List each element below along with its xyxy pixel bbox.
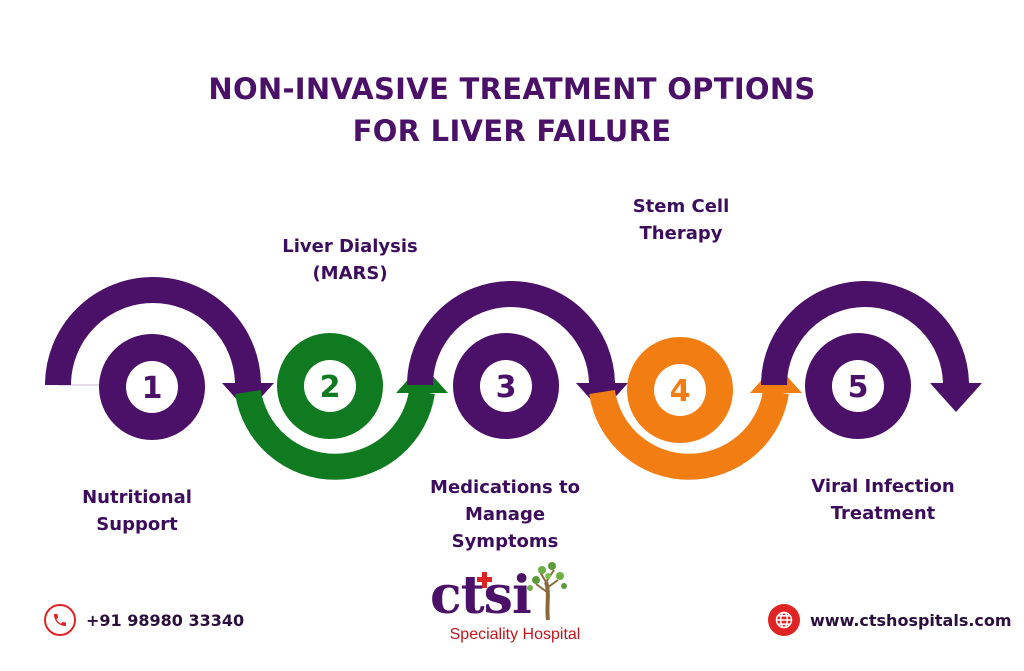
- arrow-5: [930, 383, 982, 412]
- website-url: www.ctshospitals.com: [810, 610, 1012, 630]
- logo-mark: [477, 562, 567, 621]
- step-4-label: Stem Cell Therapy: [632, 196, 730, 244]
- title-line-2: FOR LIVER FAILURE: [352, 114, 672, 148]
- step-2-circle: 2: [277, 333, 383, 439]
- step-4-circle: 4: [627, 337, 733, 443]
- arc-2: [235, 389, 435, 480]
- phone-icon: [44, 604, 76, 636]
- step-1-circle: 1: [99, 334, 205, 440]
- arc-1: [45, 277, 261, 386]
- arc-5: [761, 281, 969, 386]
- logo-wordmark: ctsi: [430, 565, 532, 626]
- step-3-number: 3: [496, 370, 517, 405]
- logo-subtitle: Speciality Hospital: [449, 626, 581, 643]
- arc-4: [589, 389, 789, 480]
- arc-3: [407, 281, 615, 386]
- step-2-number: 2: [320, 370, 341, 405]
- globe-icon: [768, 604, 800, 636]
- step-5-number: 5: [848, 370, 869, 405]
- phone-contact[interactable]: +91 98980 33340: [44, 604, 244, 636]
- step-4-number: 4: [670, 374, 691, 409]
- tree-icon: [527, 562, 567, 621]
- step-1-number: 1: [142, 371, 163, 406]
- step-1-label: Nutritional Support: [82, 487, 192, 535]
- website-contact[interactable]: www.ctshospitals.com: [768, 604, 1012, 636]
- step-3-label: Medications to Manage Symptoms: [430, 477, 580, 552]
- hospital-logo: ctsi Speciality Hospital: [430, 558, 610, 664]
- phone-number: +91 98980 33340: [86, 610, 245, 630]
- step-3-circle: 3: [453, 333, 559, 439]
- step-2-label: Liver Dialysis (MARS): [282, 236, 418, 284]
- page-title: NON-INVASIVE TREATMENT OPTIONS FOR LIVER…: [0, 68, 1024, 152]
- step-5-label: Viral Infection Treatment: [811, 476, 955, 524]
- title-line-1: NON-INVASIVE TREATMENT OPTIONS: [208, 72, 816, 106]
- step-5-circle: 5: [805, 333, 911, 439]
